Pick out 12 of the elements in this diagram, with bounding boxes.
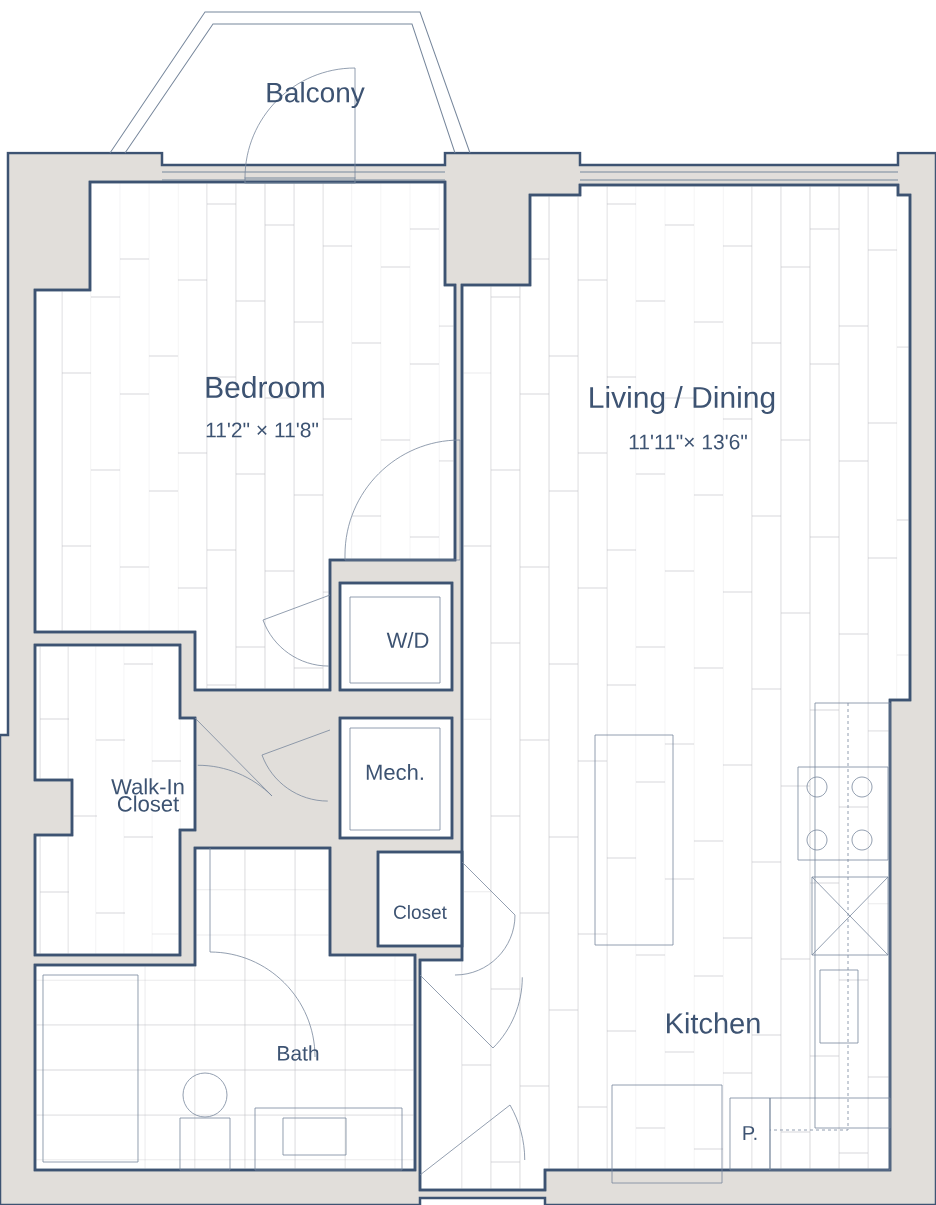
room-label: P. <box>743 1126 757 1140</box>
room-label: 11'2" × 11'8" <box>206 422 318 438</box>
room-label: Kitchen <box>667 1012 760 1034</box>
room-label: Bedroom <box>206 376 324 399</box>
room-label: Balcony <box>267 81 365 109</box>
room-label: 11'11"× 13'6" <box>629 434 747 450</box>
room-label: W/D <box>386 631 429 649</box>
room-label: Bath <box>278 1045 319 1061</box>
room-label: Living / Dining <box>590 386 775 414</box>
room-label: Mech. <box>366 763 423 781</box>
room-label: Closet <box>394 905 447 919</box>
room-label: Walk-In Closet <box>111 778 184 812</box>
